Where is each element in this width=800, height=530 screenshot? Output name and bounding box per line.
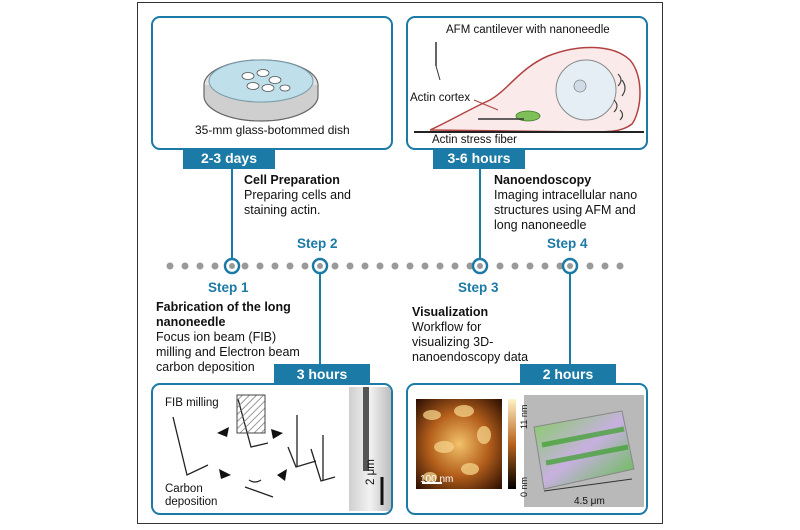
- timeline-dot: [526, 262, 534, 270]
- step2-label: Step 2: [297, 236, 338, 251]
- duration-badge-step4: 2 hours: [520, 364, 616, 385]
- figure-frame: [137, 2, 663, 524]
- timeline-dot: [166, 262, 174, 270]
- timeline-dot: [586, 262, 594, 270]
- timeline-dot: [601, 262, 609, 270]
- step1-text: Cell Preparation Preparing cells and sta…: [244, 173, 394, 218]
- visualization-panel: 100 nm 11 nm 0 nm 4.5 μm: [406, 383, 648, 515]
- step3-description: Imaging intracellular nano structures us…: [494, 188, 638, 232]
- timeline-dot: [271, 262, 279, 270]
- petri-dish-illustration: [203, 59, 319, 122]
- timeline-dot: [436, 262, 444, 270]
- step2-title: Fabrication of the long nanoneedle: [156, 300, 291, 329]
- step4-label: Step 4: [547, 236, 588, 251]
- timeline-dot: [556, 262, 564, 270]
- step1-label: Step 1: [208, 280, 249, 295]
- sem-scalebar-label: 2 μm: [365, 459, 377, 485]
- fib-milling-label: FIB milling: [165, 397, 219, 409]
- cell-afm-illustration: [414, 42, 644, 133]
- timeline-dot: [541, 262, 549, 270]
- colorbar-top-label: 11 nm: [519, 404, 529, 429]
- fabrication-panel: FIB milling Carbon deposition 2 μm: [151, 383, 393, 515]
- timeline-dot: [376, 262, 384, 270]
- afm-images: [416, 395, 644, 507]
- dish-caption: 35-mm glass-botommed dish: [195, 123, 350, 137]
- timeline-dot: [301, 262, 309, 270]
- timeline-dot: [241, 262, 249, 270]
- timeline-dot: [496, 262, 504, 270]
- duration-badge-step3: 3-6 hours: [433, 148, 525, 169]
- nanoendoscopy-panel: AFM cantilever with nanoneedle Actin cor…: [406, 16, 648, 150]
- step2-description: Focus ion beam (FIB) milling and Electro…: [156, 330, 300, 374]
- step1-title: Cell Preparation: [244, 173, 340, 187]
- timeline-dot: [256, 262, 264, 270]
- step4-description: Workflow for visualizing 3D-nanoendoscop…: [412, 320, 529, 364]
- step3-title: Nanoendoscopy: [494, 173, 592, 187]
- duration-badge-step1: 2-3 days: [183, 148, 275, 169]
- timeline-dot: [181, 262, 189, 270]
- cantilever-label: AFM cantilever with nanoneedle: [446, 24, 610, 36]
- cell-preparation-panel: 35-mm glass-botommed dish: [151, 16, 393, 150]
- timeline-dot: [211, 262, 219, 270]
- step3-text: Nanoendoscopy Imaging intracellular nano…: [494, 173, 644, 233]
- volume-width-label: 4.5 μm: [574, 496, 605, 507]
- colorbar-bottom-label: 0 nm: [519, 476, 529, 497]
- nanoneedle-fabrication-illustration: [172, 387, 391, 511]
- duration-badge-step2: 3 hours: [274, 364, 370, 385]
- timeline-dot: [421, 262, 429, 270]
- step4-text: Visualization Workflow for visualizing 3…: [412, 305, 542, 365]
- timeline-dot: [391, 262, 399, 270]
- step2-text: Fabrication of the long nanoneedle Focus…: [156, 300, 306, 375]
- timeline-dot: [286, 262, 294, 270]
- timeline-dots: [166, 262, 624, 270]
- timeline-dot: [511, 262, 519, 270]
- stress-fiber-label: Actin stress fiber: [432, 134, 517, 146]
- timeline-dot: [361, 262, 369, 270]
- step4-title: Visualization: [412, 305, 489, 319]
- actin-cortex-label: Actin cortex: [410, 92, 471, 104]
- afm-scalebar-label: 100 nm: [420, 474, 454, 485]
- timeline-dot: [616, 262, 624, 270]
- carbon-deposition-label: Carbon deposition: [165, 483, 218, 508]
- step1-description: Preparing cells and staining actin.: [244, 188, 352, 217]
- step3-label: Step 3: [458, 280, 499, 295]
- timeline-dot: [346, 262, 354, 270]
- timeline-dot: [406, 262, 414, 270]
- timeline-dot: [451, 262, 459, 270]
- timeline-dot: [196, 262, 204, 270]
- timeline-dot: [466, 262, 474, 270]
- timeline-dot: [331, 262, 339, 270]
